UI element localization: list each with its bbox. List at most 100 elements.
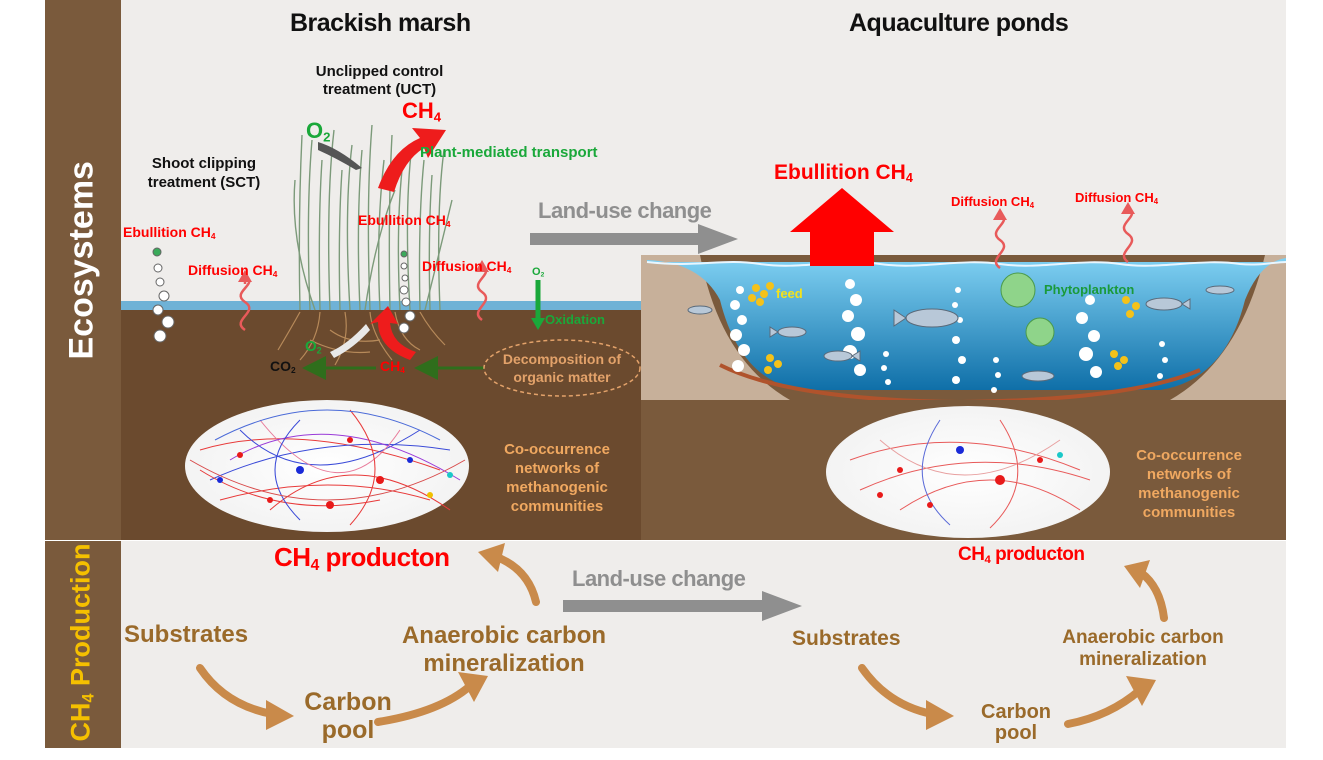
pond-diffusion-b-text: Diffusion CH <box>1075 190 1154 205</box>
diffusion-left-sub: 4 <box>272 269 278 280</box>
diffusion-right-label: Diffusion CH4 <box>422 258 511 275</box>
soil-ch4-arrow <box>370 306 416 360</box>
co2-sub: 2 <box>291 365 296 376</box>
land-use-arrow-bottom-shaft <box>563 600 763 612</box>
soil-ch4-label: CH4 <box>380 358 405 375</box>
land-use-arrow-bottom-head <box>762 591 802 621</box>
soil-o2-text: O <box>305 338 317 355</box>
plant-ch4-text: CH <box>402 98 434 123</box>
left-carbon-pool: Carbon pool <box>304 688 392 744</box>
phytoplankton-cell-2 <box>1025 317 1055 347</box>
right-substrates: Substrates <box>792 627 901 650</box>
bottom-panel-bg <box>121 540 1286 748</box>
left-production-heads <box>266 543 505 730</box>
pond-network-edges <box>849 419 1091 529</box>
plant-o2-label: O2 <box>306 118 330 144</box>
phytoplankton-label: Phytoplankton <box>1044 282 1135 297</box>
pond-network-nodes <box>877 446 1063 508</box>
diffusion-right-text: Diffusion CH <box>422 258 507 274</box>
ebullition-mid-text: Ebullition CH <box>358 212 446 228</box>
pond-network-label: Co-occurrence networks of methanogenic c… <box>1136 447 1242 521</box>
soil-ch4-text: CH <box>380 358 401 374</box>
co2-label: CO2 <box>270 358 296 375</box>
pond-ebullition-label: Ebullition CH4 <box>774 161 913 185</box>
pond-diffusion-b-label: Diffusion CH4 <box>1075 190 1158 206</box>
soil-o2-arrow <box>330 324 370 358</box>
plant-transport-arrow <box>378 128 446 192</box>
plant-o2-sub: 2 <box>323 129 331 145</box>
plant-o2-text: O <box>306 118 324 143</box>
decomposition-ellipse <box>483 339 641 397</box>
right-ch4-sub: 4 <box>984 553 991 566</box>
pond-ebullition-sub: 4 <box>905 171 913 186</box>
land-use-bottom-label: Land-use change <box>572 566 746 591</box>
sct-label: Shoot clipping treatment (SCT) <box>147 155 261 191</box>
soil-ch4-sub: 4 <box>400 365 405 376</box>
ebullition-left-label: Ebullition CH4 <box>123 224 216 241</box>
ebullition-mid-sub: 4 <box>445 219 451 230</box>
diffusion-left-label: Diffusion CH4 <box>188 262 277 279</box>
ebullition-left-sub: 4 <box>210 231 216 242</box>
ecosystems-sidebar <box>45 0 121 540</box>
soil-o2-label: O2 <box>305 338 322 355</box>
marsh-network-label: Co-occurrence networks of methanogenic c… <box>504 441 610 515</box>
right-production-heads <box>926 560 1156 730</box>
pond-bank-left <box>641 255 790 400</box>
land-use-arrow-top-shaft <box>530 233 700 245</box>
oxidation-o2-sub: 2 <box>540 271 545 279</box>
phytoplankton-cell-1 <box>1000 272 1036 308</box>
right-ch4-suffix: producton <box>990 544 1085 565</box>
right-ch4-text: CH <box>958 544 985 565</box>
co2-text: CO <box>270 358 291 374</box>
marsh-network-ellipse <box>185 400 469 532</box>
plant-ch4-label: CH4 <box>402 98 441 124</box>
left-substrates: Substrates <box>124 621 249 648</box>
right-ch4-production: CH4 producton <box>958 544 1085 566</box>
left-ch4-sub: 4 <box>310 556 320 574</box>
marsh-bubbles-mid <box>398 250 416 334</box>
pond-bank-right <box>1170 255 1286 400</box>
uct-label: Unclipped control treatment (UCT) <box>315 63 444 98</box>
diffusion-left-text: Diffusion CH <box>188 262 273 278</box>
marsh-water-strip <box>121 301 641 310</box>
marsh-bubbles-left <box>152 247 175 343</box>
right-carbon-pool: Carbon pool <box>981 701 1051 744</box>
land-use-arrow-top-head <box>698 224 738 254</box>
marsh-network-nodes <box>217 437 453 509</box>
pond-diffusion-a-label: Diffusion CH4 <box>951 194 1034 210</box>
left-mineralization: Anaerobic carbon mineralization <box>401 622 607 677</box>
land-use-top-label: Land-use change <box>538 198 712 223</box>
plant-ch4-sub: 4 <box>433 109 442 125</box>
reed-stems <box>293 124 453 311</box>
plant-transport-label: Plant-mediated transport <box>420 144 598 161</box>
production-sidebar <box>45 541 121 748</box>
marsh-title: Brackish marsh <box>290 9 471 37</box>
diffusion-right-sub: 4 <box>506 265 512 276</box>
oxidation-label: Oxidation <box>545 312 605 327</box>
left-ch4-text: CH <box>274 542 311 572</box>
pond-network-ellipse <box>826 406 1110 538</box>
o2-leaf-arrow <box>318 142 362 170</box>
soil-o2-sub: 2 <box>316 345 322 356</box>
pond-ebullition-arrow <box>790 188 894 266</box>
left-ch4-production: CH4 producton <box>274 542 450 575</box>
right-mineralization: Anaerobic carbon mineralization <box>1062 627 1224 670</box>
pond-diffusion-a-sub: 4 <box>1029 200 1035 210</box>
marsh-network-edges <box>189 409 466 526</box>
pond-bubbles <box>730 279 1168 393</box>
diffusion-arrowheads <box>238 202 1135 282</box>
pond-ebullition-text: Ebullition CH <box>774 161 906 184</box>
ebullition-mid-label: Ebullition CH4 <box>358 212 451 229</box>
oxidation-o2-text: O <box>532 266 541 278</box>
feed-pellets <box>748 282 1140 374</box>
pond-fish <box>687 285 1235 382</box>
feed-label: feed <box>776 286 803 301</box>
pond-diffusion-a-text: Diffusion CH <box>951 194 1030 209</box>
decomposition-label: Decomposition of organic matter <box>502 351 622 385</box>
ebullition-left-text: Ebullition CH <box>123 224 211 240</box>
left-ch4-suffix: producton <box>318 542 450 572</box>
pond-title: Aquaculture ponds <box>849 9 1069 37</box>
oxidation-o2-label: O2 <box>532 266 544 279</box>
pond-diffusion-b-sub: 4 <box>1153 196 1159 206</box>
